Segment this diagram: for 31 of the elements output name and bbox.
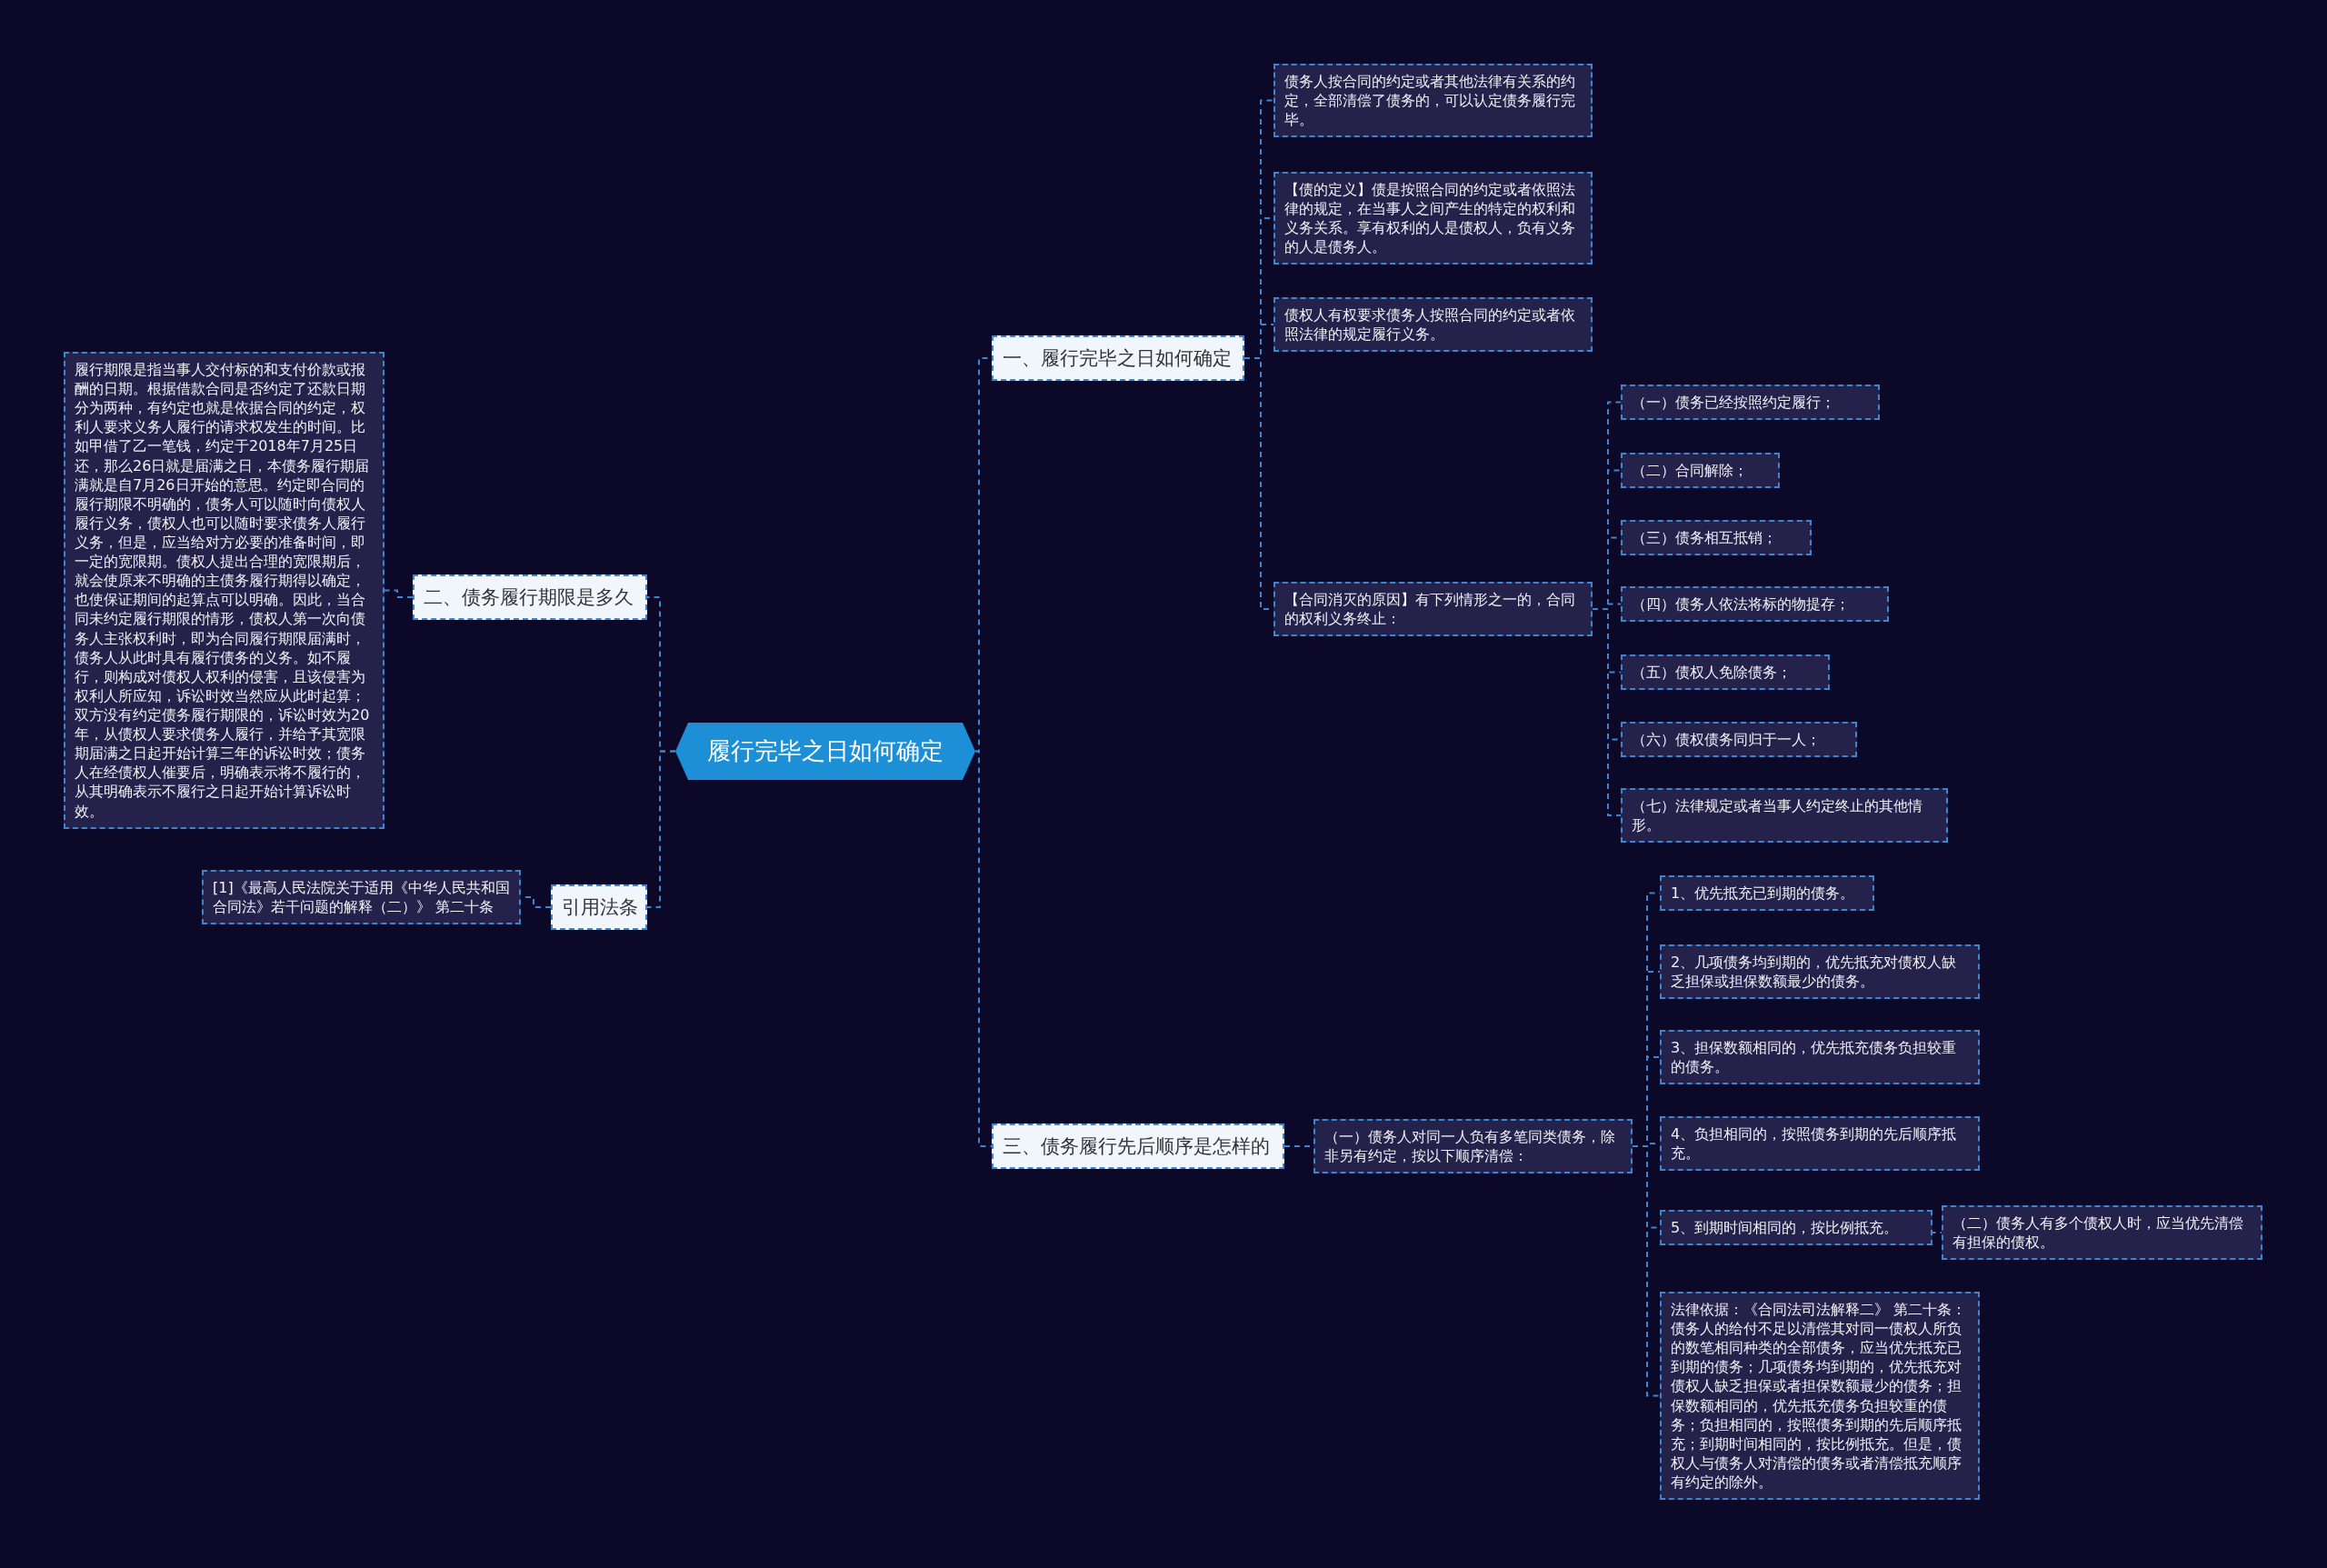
note-box: （三）债务相互抵销； [1621,520,1812,556]
connector-line [974,750,993,1147]
note-box: （二）债务人有多个债权人时，应当优先清偿有担保的债权。 [1942,1205,2262,1261]
note-box: （四）债务人依法将标的物提存； [1621,586,1889,623]
note-box: 【债的定义】债是按照合同的约定或者依照法律的规定，在当事人之间产生的特定的权利和义务关系。享有权利的人是债权人，负有义务的人是债务人。 [1273,172,1593,265]
note-box: （一）债务人对同一人负有多笔同类债务，除非另有约定，按以下顺序清偿： [1313,1119,1633,1174]
connector-line [1632,1145,1661,1397]
note-box: 1、优先抵充已到期的债务。 [1660,875,1874,912]
connector-line [646,750,676,908]
connector-line [1592,608,1622,816]
connector-line [384,589,414,598]
note-box: 4、负担相同的，按照债务到期的先后顺序抵充。 [1660,1116,1980,1172]
note-box: （七）法律规定或者当事人约定终止的其他情形。 [1621,788,1948,844]
note-box: 法律依据：《合同法司法解释二》 第二十条：债务人的给付不足以清偿其对同一债权人所负的数笔相同种类的全部债务，应当优先抵充已到期的债务；几项债务均到期的，优先抵充对债权人缺乏担保或者担保数额最少的债务；担保数额相同的，优先抵充债务负担较重的债务；负担相同的，按照债务到期的先后顺序抵充；到期时间相同的，按比例抵充。但是，债权人与债务人对清偿的债务或者清偿抵充顺序有约定的除外。 [1660,1292,1980,1501]
topic-box: 三、债务履行先后顺序是怎样的 [992,1124,1284,1169]
note-box: （五）债权人免除债务； [1621,654,1830,691]
note-box: 债务人按合同的约定或者其他法律有关系的约定，全部清偿了债务的，可以认定债务履行完毕。 [1273,64,1593,138]
note-box: 债权人有权要求债务人按照合同的约定或者依照法律的规定履行义务。 [1273,297,1593,353]
note-box: （六）债权债务同归于一人； [1621,722,1857,758]
topic-box: 引用法条 [551,884,647,930]
note-box: 【合同消灭的原因】有下列情形之一的，合同的权利义务终止： [1273,582,1593,637]
note-box: （一）债务已经按照约定履行； [1621,385,1880,421]
note-box: 3、担保数额相同的，优先抵充债务负担较重的债务。 [1660,1030,1980,1085]
note-box: 2、几项债务均到期的，优先抵充对债权人缺乏担保或担保数额最少的债务。 [1660,944,1980,1000]
central-topic: 履行完毕之日如何确定 [675,723,975,780]
note-box: （二）合同解除； [1621,453,1780,489]
note-box: 5、到期时间相同的，按比例抵充。 [1660,1210,1933,1246]
topic-box: 二、债务履行期限是多久 [413,574,647,620]
topic-box: 一、履行完毕之日如何确定 [992,335,1244,381]
note-box: [1]《最高人民法院关于适用《中华人民共和国合同法》若干问题的解释（二）》 第二十条 [202,870,521,925]
note-box: 履行期限是指当事人交付标的和支付价款或报酬的日期。根据借款合同是否约定了还款日期分为两种，有约定也就是依据合同的约定，权利人要求义务人履行的请求权发生的时间。比如甲借了乙一笔钱，约定于2018年7月25日还，那么26日就是届满之日，本债务履行期届满就是自7月26日开始的意思。约定即合同的履行期限不明确的，债务人可以随时向债权人履行义务，债权人也可以随时要求债务人履行义务，但是，应当给对方必要的准备时间，即一定的宽限期。债权人提出合理的宽限期后，就会使原来不明确的主债务履行期得以确定，也使保证期间的起算点可以明确。因此，当合同未约定履行期限的情形，债权人第一次向债务人主张权利时，即为合同履行期限届满时，债务人从此时具有履行债务的义务。如不履行，则构成对债权人权利的侵害，且该侵害为权利人所应知，诉讼时效当然应从此时起算；双方没有约定债务履行期限的，诉讼时效为20年，从债权人要求债务人履行，并给予其宽限期届满之日起开始计算三年的诉讼时效；债务人在经债权人催要后，明确表示将不履行的，从其明确表示不履行之日起开始计算诉讼时效。 [64,352,385,829]
